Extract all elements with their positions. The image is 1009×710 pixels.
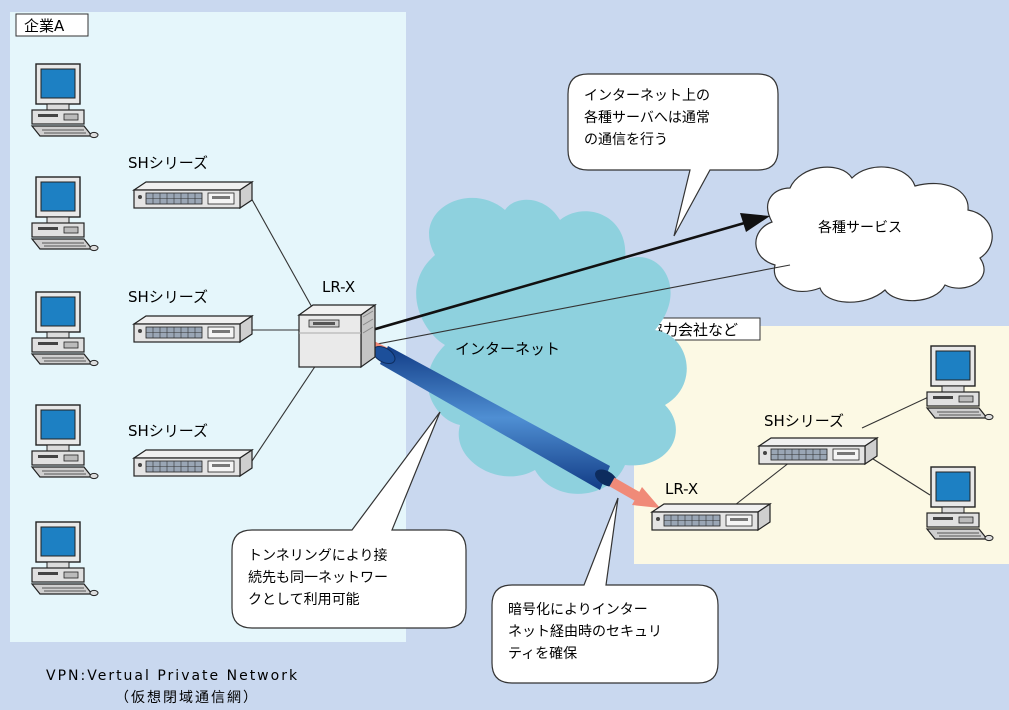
callout-line: クとして利用可能 xyxy=(248,592,360,608)
internet-access-arrow xyxy=(371,213,770,332)
callout-line: ティを確保 xyxy=(508,646,577,662)
sh-series-label: SHシリーズ xyxy=(128,154,208,172)
services-cloud: 各種サービス xyxy=(755,166,993,303)
vpn-term: VPN:Vertual Private Network xyxy=(46,668,299,684)
callout-line: 続先も同一ネットワー xyxy=(248,569,388,586)
vpn-term-jp: （仮想閉域通信網） xyxy=(115,690,259,706)
switch-icon xyxy=(133,315,253,343)
sh-series-label: SHシリーズ xyxy=(764,412,844,430)
router-icon xyxy=(651,503,771,531)
switch-icon xyxy=(758,437,878,465)
internet-label: インターネット xyxy=(455,340,560,358)
callout-line: ネット経由時のセキュリ xyxy=(508,624,662,640)
tunneling-callout: トンネリングにより接 続先も同一ネットワー クとして利用可能 xyxy=(231,411,467,629)
svg-text:インターネット上の 各種サーバへは通常: インターネット上の 各種サーバへは通常 の通信を行う xyxy=(584,88,714,148)
switch-icon xyxy=(133,449,253,477)
callout-line: トンネリングにより接 xyxy=(248,547,387,564)
vpn-tunnel xyxy=(372,340,660,508)
internet-access-callout: インターネット上の 各種サーバへは通常 の通信を行う xyxy=(567,73,779,237)
encryption-callout: 暗号化によりインター ネット経由時のセキュリ ティを確保 xyxy=(491,497,719,684)
switch-icon xyxy=(133,181,253,209)
services-label: 各種サービス xyxy=(818,220,902,236)
company-a-router: LR-X xyxy=(298,278,376,368)
lrx-label: LR-X xyxy=(665,480,698,498)
partner-devices: LR-X SHシリーズ xyxy=(651,345,994,542)
sh-series-label: SHシリーズ xyxy=(128,288,208,306)
lrx-label: LR-X xyxy=(322,278,355,296)
svg-text:トンネリングにより接 続先も同一ネットワー: トンネリングにより接 続先も同一ネットワー クとして利用可能 xyxy=(248,547,392,608)
sh-series-label: SHシリーズ xyxy=(128,422,208,440)
company-a-label: 企業A xyxy=(24,17,65,35)
company-a-switches: SHシリーズ SHシリーズ SHシリーズ xyxy=(128,154,253,477)
callout-line: 各種サーバへは通常 xyxy=(584,110,710,126)
callout-line: インターネット上の xyxy=(584,88,710,104)
vpn-definition: VPN:Vertual Private Network （仮想閉域通信網） xyxy=(46,668,299,706)
router-icon xyxy=(298,304,376,368)
callout-line: 暗号化によりインター xyxy=(508,602,648,618)
callout-line: の通信を行う xyxy=(584,132,668,148)
partner-label: 協力会社など xyxy=(648,321,738,339)
svg-text:暗号化によりインター ネット経由時のセキュリ: 暗号化によりインター ネット経由時のセキュリ ティを確保 xyxy=(508,602,666,662)
connection-lines xyxy=(249,195,936,506)
